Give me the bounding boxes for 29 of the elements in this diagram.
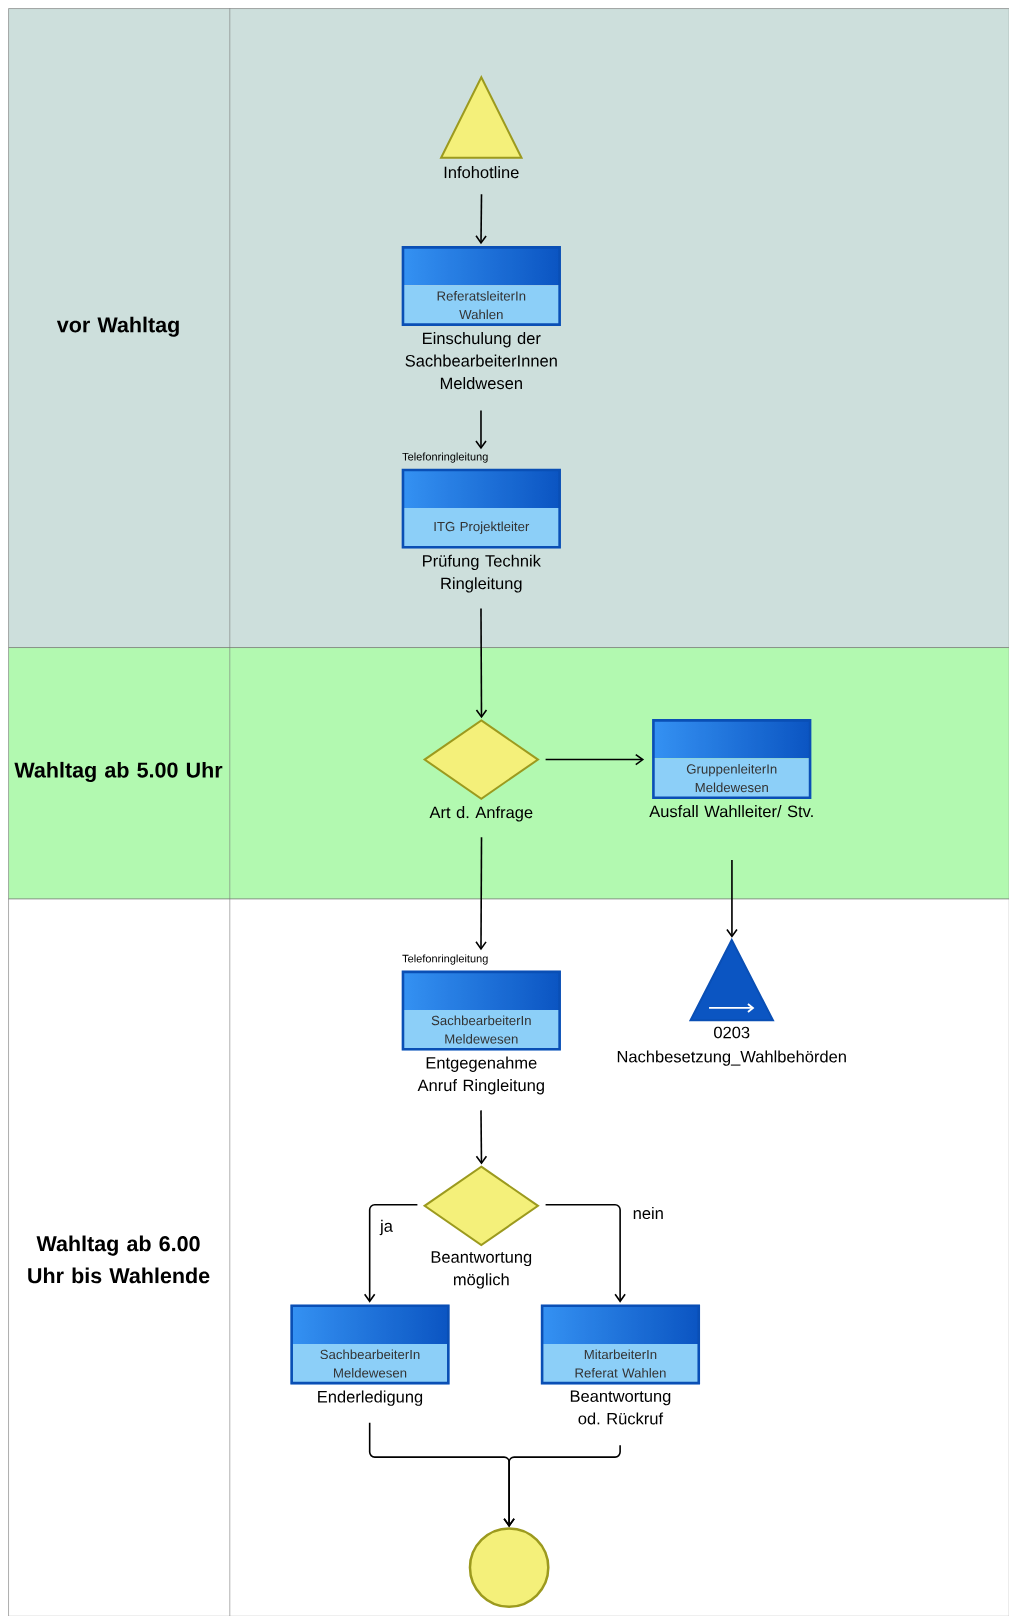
process-box: MitarbeiterIn Referat Wahlen Beantwortung od. Rückruf xyxy=(540,1304,701,1425)
arrow xyxy=(475,1109,488,1165)
arrow xyxy=(475,607,488,719)
arrow xyxy=(544,1204,626,1303)
process-box: ITG Projektleiter Prüfung Technik Ringleitung xyxy=(401,468,561,593)
arrow xyxy=(475,193,487,245)
process-box: GruppenleiterIn Meldewesen Ausfall Wahlleiter/ Stv. xyxy=(649,719,813,818)
arrow xyxy=(726,859,738,938)
node-label: Beantwortung od. Rückruf xyxy=(570,1390,671,1425)
node-label: Enderledigung xyxy=(318,1390,423,1406)
node-label: Ausfall Wahlleiter/ Stv. xyxy=(649,805,813,818)
end-circle xyxy=(468,1527,550,1608)
arrow xyxy=(363,1204,419,1303)
arrow xyxy=(544,753,645,766)
node-label: 0203 xyxy=(714,1026,750,1039)
process-box: SachbearbeiterIn Meldewesen Enderledigung xyxy=(290,1304,450,1406)
node-label: Beantwortung möglich xyxy=(431,1251,532,1289)
arrow xyxy=(475,836,487,951)
annotation-label: Telefonringleitung xyxy=(402,954,488,965)
node-label: Infohotline xyxy=(444,166,519,179)
annotation-label: Telefonringleitung xyxy=(402,452,488,463)
arrow xyxy=(475,409,487,450)
node-label: Entgegenahme Anruf Ringleitung xyxy=(417,1056,544,1095)
node-label: Einschulung der SachbearbeiterInnen Meldwesen xyxy=(405,332,557,390)
process-box: ReferatsleiterIn Wahlen Einschulung der SachbearbeiterInnen Meldwesen xyxy=(401,246,561,390)
process-box: SachbearbeiterIn Meldewesen Entgegenahme Anruf Ringleitung xyxy=(401,970,561,1095)
node-label: Art d. Anfrage xyxy=(429,806,533,822)
node-label: Nachbesetzung_Wahlbehörden xyxy=(617,1050,846,1066)
node-label: Prüfung Technik Ringleitung xyxy=(423,554,541,593)
